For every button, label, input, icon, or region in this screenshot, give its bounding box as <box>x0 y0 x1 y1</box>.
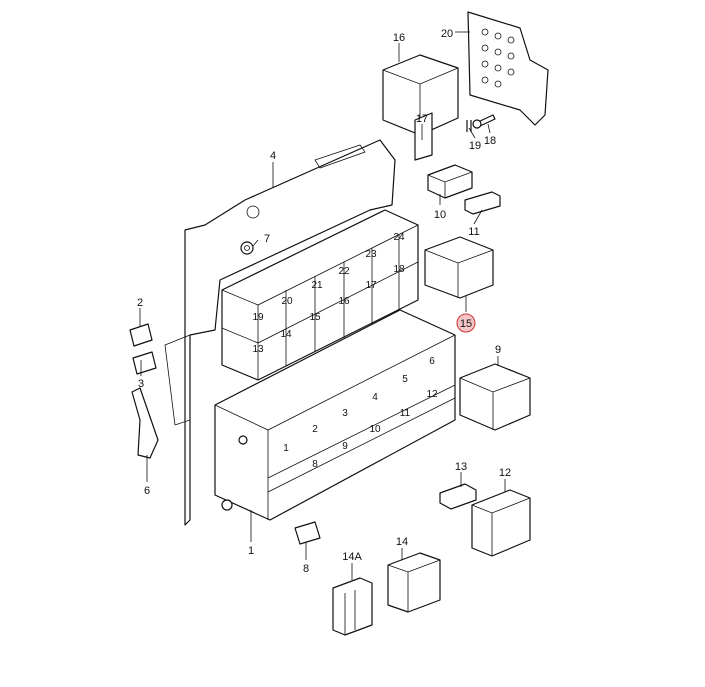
fuse-holder-part-11[interactable] <box>464 191 501 215</box>
callout-12: 12 <box>499 467 511 479</box>
relay-slot-19: 19 <box>252 312 264 323</box>
clip-part-3[interactable] <box>132 351 157 375</box>
relay-part-9[interactable] <box>459 363 531 431</box>
clip-part-19[interactable] <box>466 120 472 132</box>
callout-2: 2 <box>137 297 143 309</box>
fuse-slot-1: 1 <box>283 443 289 454</box>
fuse-slot-2: 2 <box>312 424 318 435</box>
callout-4: 4 <box>270 150 276 162</box>
callout-8: 8 <box>303 563 309 575</box>
relay-slot-24: 24 <box>393 232 405 243</box>
callout-7: 7 <box>264 233 270 245</box>
callout-19: 19 <box>469 140 481 152</box>
leader-lines <box>139 31 506 580</box>
clip-part-2[interactable] <box>129 323 153 347</box>
callout-9: 9 <box>495 344 501 356</box>
callout-16: 16 <box>393 32 405 44</box>
fuse-slot-10: 10 <box>369 424 381 435</box>
relay-slot-13: 13 <box>252 344 264 355</box>
callout-3: 3 <box>138 378 144 390</box>
relay-slot-15: 15 <box>309 312 321 323</box>
fuse-relay-box-part-1[interactable] <box>214 309 456 521</box>
connector-part-12[interactable] <box>471 489 531 557</box>
nut-part-7[interactable] <box>240 241 254 255</box>
connector-part-13[interactable] <box>439 483 477 510</box>
callout-20: 20 <box>441 28 453 40</box>
relay-slot-16: 16 <box>338 296 350 307</box>
callout-14a: 14A <box>342 551 362 563</box>
relay-socket-part-10[interactable] <box>427 164 473 199</box>
callout-15: 15 <box>460 318 472 330</box>
fuse-slot-4: 4 <box>372 392 378 403</box>
relay-slot-20: 20 <box>281 296 293 307</box>
relay-slot-18: 18 <box>393 264 405 275</box>
fuse-part-8[interactable] <box>294 521 321 545</box>
callout-14: 14 <box>396 536 408 548</box>
relay-slot-22: 22 <box>338 266 350 277</box>
lever-part-6[interactable] <box>131 387 159 459</box>
relay-plate-part-20[interactable] <box>467 11 549 126</box>
relay-slot-21: 21 <box>311 280 323 291</box>
fuse-slot-9: 9 <box>342 441 348 452</box>
fuse-slot-12: 12 <box>426 389 438 400</box>
highlight-circle <box>456 313 476 333</box>
fuse-slot-3: 3 <box>342 408 348 419</box>
callout-13: 13 <box>455 461 467 473</box>
fuse-slot-5: 5 <box>402 374 408 385</box>
mounting-bracket-part-4[interactable] <box>164 139 396 526</box>
callout-6: 6 <box>144 485 150 497</box>
callout-11: 11 <box>468 226 479 238</box>
relay-slot-23: 23 <box>365 249 377 260</box>
relay-part-16[interactable] <box>382 54 459 161</box>
fuse-slot-8: 8 <box>312 459 318 470</box>
callout-15-highlighted[interactable]: 15 <box>456 313 476 333</box>
fuse-slot-6: 6 <box>429 356 435 367</box>
connector-part-14[interactable] <box>387 552 441 613</box>
connector-part-14a[interactable] <box>332 577 373 636</box>
fuse-slot-11: 11 <box>400 408 411 419</box>
relay-part-15[interactable] <box>424 236 494 299</box>
relay-slot-14: 14 <box>280 329 292 340</box>
callout-17: 17 <box>416 113 428 125</box>
screw-part-18[interactable] <box>472 114 496 129</box>
callout-18: 18 <box>484 135 496 147</box>
relay-slot-17: 17 <box>365 280 377 291</box>
callout-1: 1 <box>248 545 254 557</box>
callout-10: 10 <box>434 209 446 221</box>
relay-block[interactable] <box>221 209 419 381</box>
